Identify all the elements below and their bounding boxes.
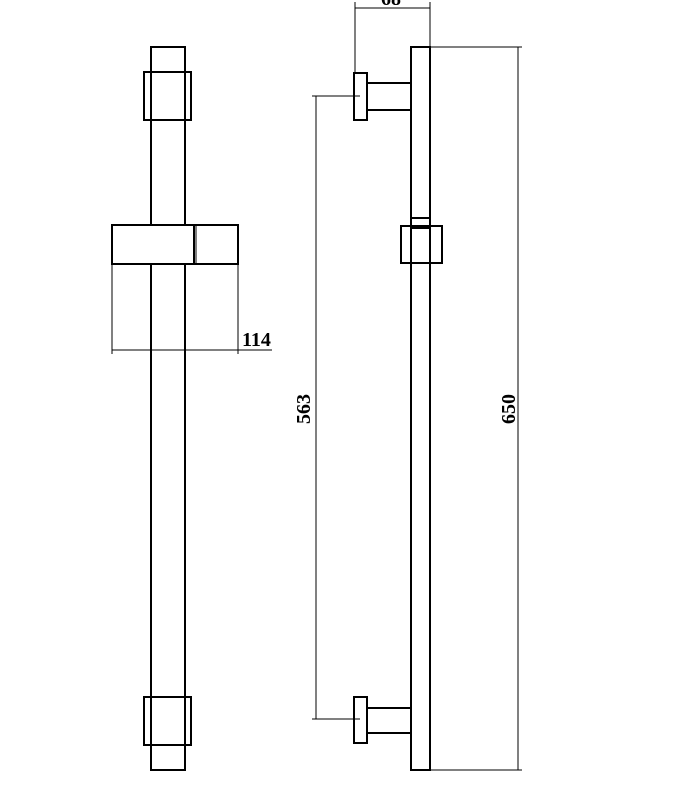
front-bottom-bracket — [143, 696, 192, 746]
slider-width-label: 114 — [242, 329, 271, 351]
total-height-label: 650 — [498, 394, 520, 424]
total-height-dimension: 650 — [430, 46, 522, 771]
bracket-spacing-label: 563 — [293, 394, 315, 424]
side-slider — [400, 217, 443, 264]
side-rail — [410, 46, 431, 771]
projection-dimension: 68 — [354, 0, 431, 73]
front-slider — [111, 224, 239, 265]
front-view: 114 — [111, 46, 272, 771]
slider-width-dimension: 114 — [111, 264, 272, 354]
bracket-spacing-dimension: 563 — [293, 95, 360, 720]
side-view: 68 563 650 — [293, 0, 522, 771]
projection-label: 68 — [381, 0, 401, 10]
side-top-bracket — [353, 72, 412, 121]
side-bottom-bracket — [353, 696, 412, 744]
front-rail — [150, 46, 186, 771]
front-top-bracket — [143, 71, 192, 121]
